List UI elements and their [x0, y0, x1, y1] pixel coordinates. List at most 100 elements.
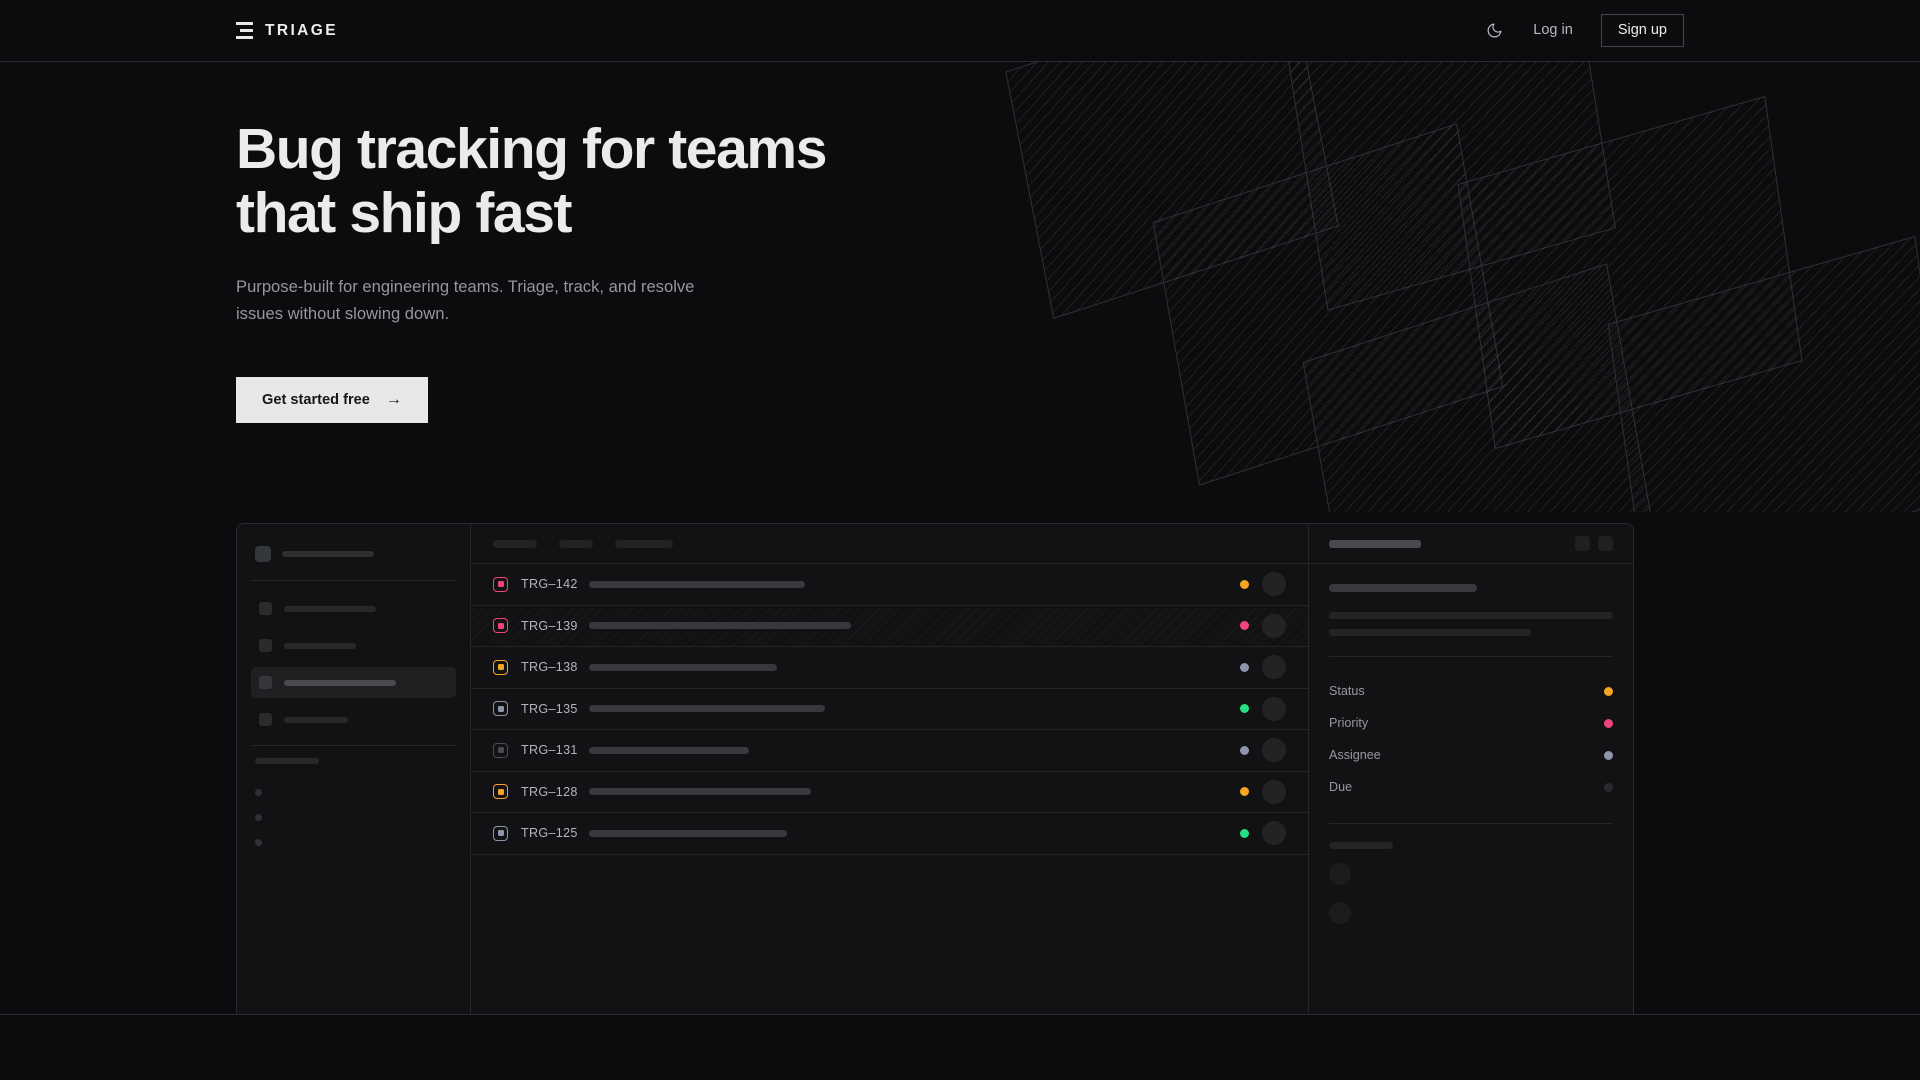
meta-value-indicator — [1604, 718, 1613, 728]
workspace-switcher[interactable] — [251, 538, 456, 570]
sidebar-item-label — [284, 679, 396, 686]
meta-label: Due — [1329, 780, 1353, 794]
sidebar-subitem-1[interactable] — [251, 780, 456, 805]
table-row[interactable]: TRG–135 — [471, 689, 1308, 730]
avatar[interactable] — [1262, 779, 1286, 804]
get-started-label: Get started free — [262, 392, 370, 409]
issue-title-placeholder — [589, 580, 805, 588]
issue-title-placeholder — [589, 829, 787, 837]
issue-id: TRG–125 — [521, 826, 578, 841]
table-row[interactable]: TRG–125 — [471, 813, 1308, 855]
issue-title-placeholder — [589, 705, 825, 713]
detail-header — [1309, 524, 1633, 564]
headline-line-2: that ship fast — [236, 180, 572, 245]
issue-title-placeholder — [589, 746, 749, 754]
sidebar-subitem-2[interactable] — [251, 805, 456, 830]
arrow-right-icon: → — [385, 391, 402, 409]
table-row[interactable]: TRG–138 — [471, 647, 1308, 689]
detail-header-title — [1329, 539, 1421, 548]
brand-logo[interactable]: TRIAGE — [236, 22, 338, 40]
expand-icon[interactable] — [1575, 536, 1590, 551]
meta-row-assignee[interactable]: Assignee — [1329, 739, 1613, 771]
activity-avatar — [1329, 902, 1351, 924]
sidebar-item-icon — [259, 602, 272, 615]
status-badge — [1240, 787, 1249, 797]
table-row[interactable]: TRG–142 — [471, 564, 1308, 606]
issue-id: TRG–139 — [521, 618, 578, 633]
sidebar-item-icon — [259, 713, 272, 726]
footer-divider — [0, 1014, 1920, 1015]
meta-label: Status — [1329, 684, 1365, 698]
avatar[interactable] — [1262, 738, 1286, 763]
sidebar-item-2[interactable] — [251, 630, 456, 661]
issue-id: TRG–138 — [521, 660, 578, 675]
workspace-name-placeholder — [282, 551, 374, 557]
toolbar-filter-3[interactable] — [615, 539, 673, 548]
app-sidebar — [237, 524, 471, 1015]
bullet-icon — [255, 789, 262, 796]
sidebar-item-4[interactable] — [251, 704, 456, 735]
issue-title-placeholder — [589, 788, 811, 796]
detail-divider — [1329, 823, 1613, 824]
table-row[interactable]: TRG–128 — [471, 772, 1308, 813]
issue-id: TRG–142 — [521, 577, 578, 592]
more-icon[interactable] — [1598, 536, 1613, 551]
status-badge — [1240, 662, 1249, 672]
activity-avatar — [1329, 863, 1351, 885]
get-started-button[interactable]: Get started free → — [236, 377, 428, 424]
table-row[interactable]: TRG–139 — [471, 605, 1308, 647]
issue-type-icon — [493, 659, 508, 675]
avatar[interactable] — [1262, 655, 1286, 680]
sidebar-divider — [251, 580, 456, 581]
headline-line-1: Bug tracking for teams — [236, 117, 827, 181]
signup-button[interactable]: Sign up — [1600, 13, 1684, 48]
workspace-avatar — [255, 546, 271, 562]
page-title: Bug tracking for teams that ship fast — [236, 117, 827, 246]
sidebar-item-3-active[interactable] — [251, 667, 456, 698]
issue-title-placeholder — [589, 622, 851, 630]
issue-title-placeholder — [589, 663, 777, 671]
stacked-bars-icon — [236, 22, 253, 39]
status-badge — [1240, 579, 1249, 589]
status-badge — [1240, 745, 1249, 755]
moon-icon[interactable] — [1483, 20, 1505, 42]
detail-issue-title — [1329, 584, 1477, 592]
avatar[interactable] — [1262, 821, 1286, 846]
decor-slab — [1005, 62, 1339, 319]
issue-list-toolbar — [471, 524, 1308, 564]
avatar[interactable] — [1262, 572, 1286, 597]
activity-section-label — [1329, 842, 1393, 849]
sidebar-item-icon — [259, 639, 272, 652]
avatar[interactable] — [1262, 613, 1286, 638]
table-row[interactable]: TRG–131 — [471, 730, 1308, 772]
nav-actions: Log in Sign up — [1483, 13, 1684, 48]
sidebar-item-label — [284, 716, 348, 723]
issue-type-icon — [493, 701, 508, 717]
detail-description-line — [1329, 612, 1613, 619]
meta-row-due[interactable]: Due — [1329, 771, 1613, 803]
login-link[interactable]: Log in — [1533, 22, 1573, 39]
sidebar-item-label — [284, 642, 356, 649]
bullet-icon — [255, 839, 262, 846]
sidebar-item-1[interactable] — [251, 593, 456, 624]
decor-slab — [1152, 123, 1504, 486]
toolbar-filter-2[interactable] — [559, 539, 593, 548]
hero-section: Bug tracking for teams that ship fast Pu… — [236, 117, 827, 424]
toolbar-filter-1[interactable] — [493, 539, 537, 548]
top-navbar: TRIAGE Log in Sign up — [0, 0, 1920, 62]
decor-slab — [1288, 62, 1616, 311]
sidebar-subitem-3[interactable] — [251, 830, 456, 855]
meta-row-status[interactable]: Status — [1329, 675, 1613, 707]
avatar[interactable] — [1262, 696, 1286, 721]
meta-row-priority[interactable]: Priority — [1329, 707, 1613, 739]
issue-type-icon — [493, 742, 508, 758]
issue-id: TRG–135 — [521, 701, 578, 716]
hero-subheading: Purpose-built for engineering teams. Tri… — [236, 276, 695, 323]
decor-slab — [1302, 263, 1654, 512]
meta-value-indicator — [1604, 750, 1613, 760]
